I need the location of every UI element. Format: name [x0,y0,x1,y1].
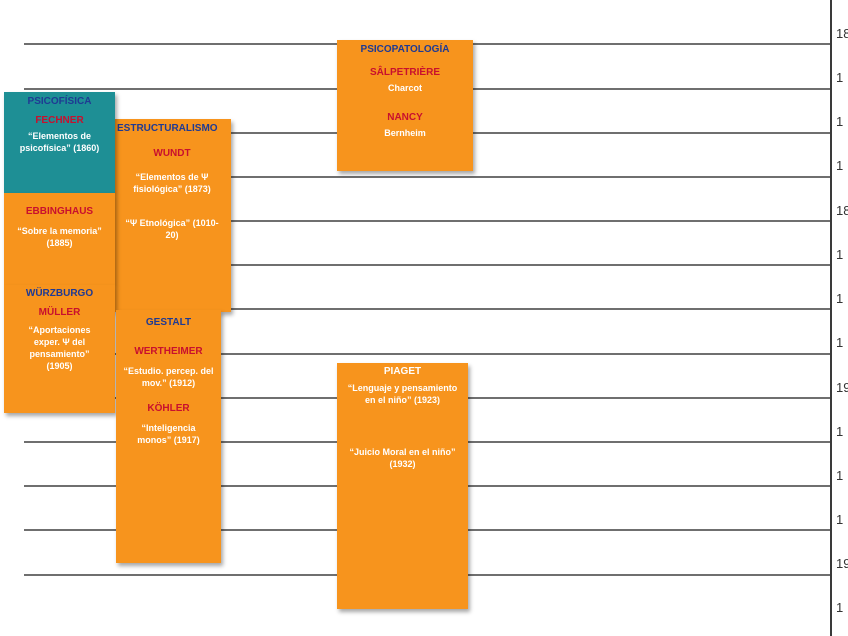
wundt-work-1: “Elementos de Ψ fisiológica” (1873) [133,172,211,194]
year-label: 1 [836,512,844,527]
psicofisica-title: PSICOFÍSICA [27,96,92,107]
gestalt-box: GESTALT WERTHEIMER “Estudio. percep. del… [116,310,221,563]
wertheimer-label: WERTHEIMER [134,346,203,357]
timeline-axis [830,0,832,636]
estructuralismo-title: ESTRUCTURALISMO [117,123,218,134]
piaget-box: PIAGET “Lenguaje y pensamiento en el niñ… [337,363,468,609]
charcot-label: Charcot [387,83,422,93]
year-label: 19 [836,380,848,395]
year-label: 1 [836,114,844,129]
year-label: 1 [836,335,844,350]
year-label: 19 [836,556,848,571]
muller-label: MÜLLER [38,307,81,318]
estructuralismo-box: ESTRUCTURALISMO WUNDT “Elementos de Ψ fi… [113,119,231,312]
fechner-label: FECHNER [35,115,84,126]
fechner-work: “Elementos de psicofísica” (1860) [19,131,100,153]
kohler-label: KÖHLER [147,403,190,414]
gestalt-title: GESTALT [145,317,192,328]
wertheimer-work: “Estudio. percep. del mov.” (1912) [123,366,214,388]
wurzburgo-box: WÜRZBURGO MÜLLER “Aportaciones exper. Ψ … [4,285,115,413]
year-label: 1 [836,468,844,483]
year-label: 18 [836,203,848,218]
piaget-work-2: “Juicio Moral en el niño” (1932) [349,447,456,469]
timeline-gridline [24,220,830,222]
salpetriere-label: SÂLPETRIÈRE [369,67,440,78]
psicopatologia-title: PSICOPATOLOGÍA [360,44,450,55]
ebbinghaus-work: “Sobre la memoria” (1885) [17,226,102,248]
kohler-work: “Inteligencia monos” (1917) [137,423,200,445]
psicofisica-box: PSICOFÍSICA FECHNER “Elementos de psicof… [4,92,115,193]
ebbinghaus-label: EBBINGHAUS [25,206,94,217]
year-label: 1 [836,158,844,173]
year-label: 1 [836,291,844,306]
year-label: 18 [836,26,848,41]
ebbinghaus-box: EBBINGHAUS “Sobre la memoria” (1885) [4,193,115,285]
wurzburgo-title: WÜRZBURGO [25,288,94,299]
piaget-title: PIAGET [383,366,422,377]
year-label: 1 [836,247,844,262]
timeline-gridline [24,264,830,266]
year-label: 1 [836,600,844,615]
timeline-gridline [24,176,830,178]
piaget-work-1: “Lenguaje y pensamiento en el niño” (192… [347,383,458,405]
muller-work: “Aportaciones exper. Ψ del pensamiento” … [28,325,91,371]
timeline-gridline [24,353,830,355]
year-label: 1 [836,424,844,439]
wundt-label: WUNDT [153,148,191,159]
nancy-label: NANCY [387,112,423,123]
wundt-work-2: “Ψ Etnológica” (1010-20) [125,218,219,240]
psicopatologia-box: PSICOPATOLOGÍA SÂLPETRIÈRE Charcot NANCY… [337,40,473,171]
timeline-gridline [24,308,830,310]
year-label: 1 [836,70,844,85]
bernheim-label: Bernheim [384,128,426,138]
